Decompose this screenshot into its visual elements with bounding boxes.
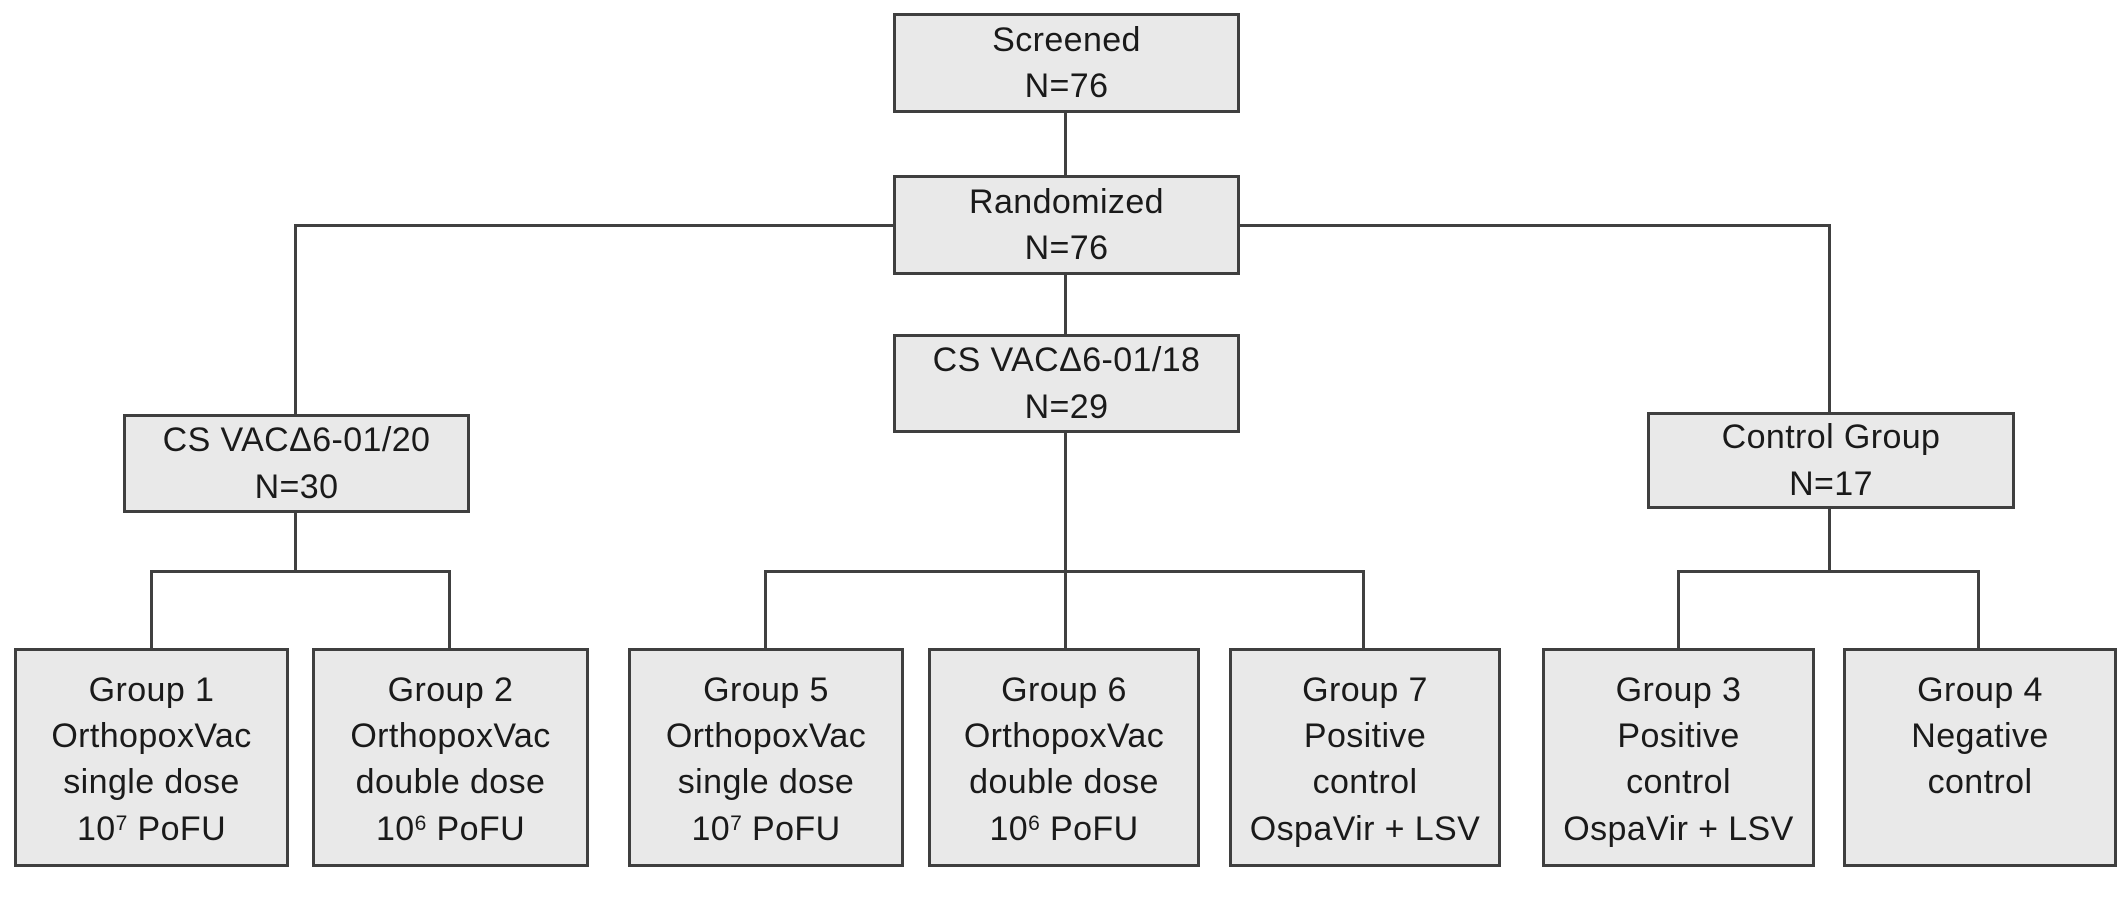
node-control-type-2: control — [1927, 763, 2033, 802]
connector-line — [294, 224, 297, 414]
connector-line — [1362, 570, 1365, 648]
node-randomized: Randomized N=76 — [893, 175, 1240, 275]
node-dose-scheme: double dose — [969, 763, 1159, 802]
node-cs-vac-20: CS VACΔ6-01/20 N=30 — [123, 414, 470, 513]
node-vaccine: OrthopoxVac — [665, 717, 867, 756]
node-count: N=76 — [1024, 67, 1109, 105]
connector-line — [1064, 113, 1067, 175]
node-group-3: Group 3 Positive control OspaVir + LSV — [1542, 648, 1815, 867]
node-dose-scheme: single dose — [63, 763, 240, 802]
dose-unit: PoFU — [1040, 809, 1139, 848]
node-dose: 106 PoFU — [315, 806, 586, 852]
node-dose: 107 PoFU — [631, 806, 901, 852]
dose-base: 10 — [691, 809, 731, 848]
node-label: CS VACΔ6-01/18 — [932, 341, 1201, 380]
node-control-type-2: control — [1312, 763, 1418, 802]
node-label: Group 5 — [703, 671, 829, 709]
connector-line — [1064, 433, 1067, 648]
node-count: N=29 — [1024, 387, 1109, 426]
connector-line — [1828, 509, 1831, 573]
dose-base: 10 — [76, 809, 116, 848]
node-dose: 106 PoFU — [931, 806, 1197, 852]
node-label: Randomized — [969, 182, 1164, 221]
connector-line — [150, 570, 153, 648]
dose-base: 10 — [375, 809, 415, 848]
dose-exponent: 6 — [1028, 811, 1041, 835]
node-vaccine: OrthopoxVac — [51, 717, 252, 756]
node-label: Group 2 — [387, 671, 514, 709]
node-group-5: Group 5 OrthopoxVac single dose 107 PoFU — [628, 648, 904, 867]
connector-line — [1828, 224, 1831, 412]
connector-line — [1677, 570, 1980, 573]
node-control-type: Negative — [1911, 717, 2049, 756]
node-group-4: Group 4 Negative control — [1843, 648, 2117, 867]
connector-line — [764, 570, 1365, 573]
node-vaccine: OrthopoxVac — [963, 717, 1165, 756]
node-group-2: Group 2 OrthopoxVac double dose 106 PoFU — [312, 648, 589, 867]
node-control-type: Positive — [1617, 717, 1740, 756]
dose-unit: PoFU — [742, 809, 841, 848]
connector-line — [448, 570, 451, 648]
dose-exponent: 7 — [115, 811, 128, 835]
node-dose: 107 PoFU — [17, 806, 286, 852]
node-count: N=30 — [254, 467, 339, 506]
dose-unit: PoFU — [127, 809, 227, 848]
dose-exponent: 7 — [730, 811, 743, 835]
node-cs-vac-18: CS VACΔ6-01/18 N=29 — [893, 334, 1240, 433]
connector-line — [764, 570, 767, 648]
node-label: Group 6 — [1001, 671, 1127, 709]
node-label: Control Group — [1721, 418, 1941, 457]
node-control-group: Control Group N=17 — [1647, 412, 2015, 509]
node-comparator: OspaVir + LSV — [1563, 809, 1794, 848]
node-label: Group 4 — [1917, 671, 2043, 709]
dose-exponent: 6 — [414, 811, 427, 835]
connector-line — [1677, 570, 1680, 648]
connector-line — [294, 224, 893, 227]
node-control-type: Positive — [1303, 717, 1427, 756]
node-count: N=76 — [1024, 229, 1109, 267]
node-label: Group 1 — [88, 671, 215, 709]
dose-unit: PoFU — [426, 809, 526, 848]
node-group-6: Group 6 OrthopoxVac double dose 106 PoFU — [928, 648, 1200, 867]
node-dose-scheme: double dose — [355, 763, 546, 802]
dose-base: 10 — [989, 809, 1029, 848]
node-label: Group 7 — [1302, 671, 1428, 709]
connector-line — [294, 513, 297, 573]
node-dose-scheme: single dose — [677, 763, 855, 802]
node-label: Group 3 — [1615, 671, 1742, 709]
node-label: CS VACΔ6-01/20 — [162, 421, 431, 460]
node-group-7: Group 7 Positive control OspaVir + LSV — [1229, 648, 1501, 867]
node-comparator: OspaVir + LSV — [1249, 809, 1481, 848]
node-vaccine: OrthopoxVac — [350, 717, 551, 756]
connector-line — [1977, 570, 1980, 648]
node-group-1: Group 1 OrthopoxVac single dose 107 PoFU — [14, 648, 289, 867]
node-control-type-2: control — [1626, 763, 1731, 802]
node-screened: Screened N=76 — [893, 13, 1240, 113]
connector-line — [150, 570, 451, 573]
node-count: N=17 — [1789, 464, 1873, 503]
connector-line — [1240, 224, 1830, 227]
connector-line — [1064, 275, 1067, 334]
node-label: Screened — [992, 20, 1141, 59]
